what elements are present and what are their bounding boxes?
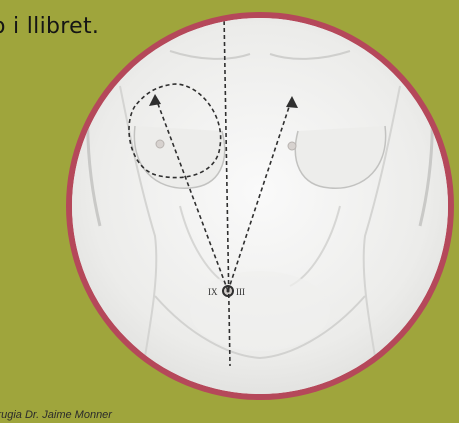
marker-label-right: III xyxy=(236,287,245,297)
torso-illustration: IX III xyxy=(60,6,459,406)
illustration-svg: IX III xyxy=(60,6,459,406)
marker-label-left: IX xyxy=(208,287,218,297)
photo-credit: irugia Dr. Jaime Monner xyxy=(0,409,145,421)
